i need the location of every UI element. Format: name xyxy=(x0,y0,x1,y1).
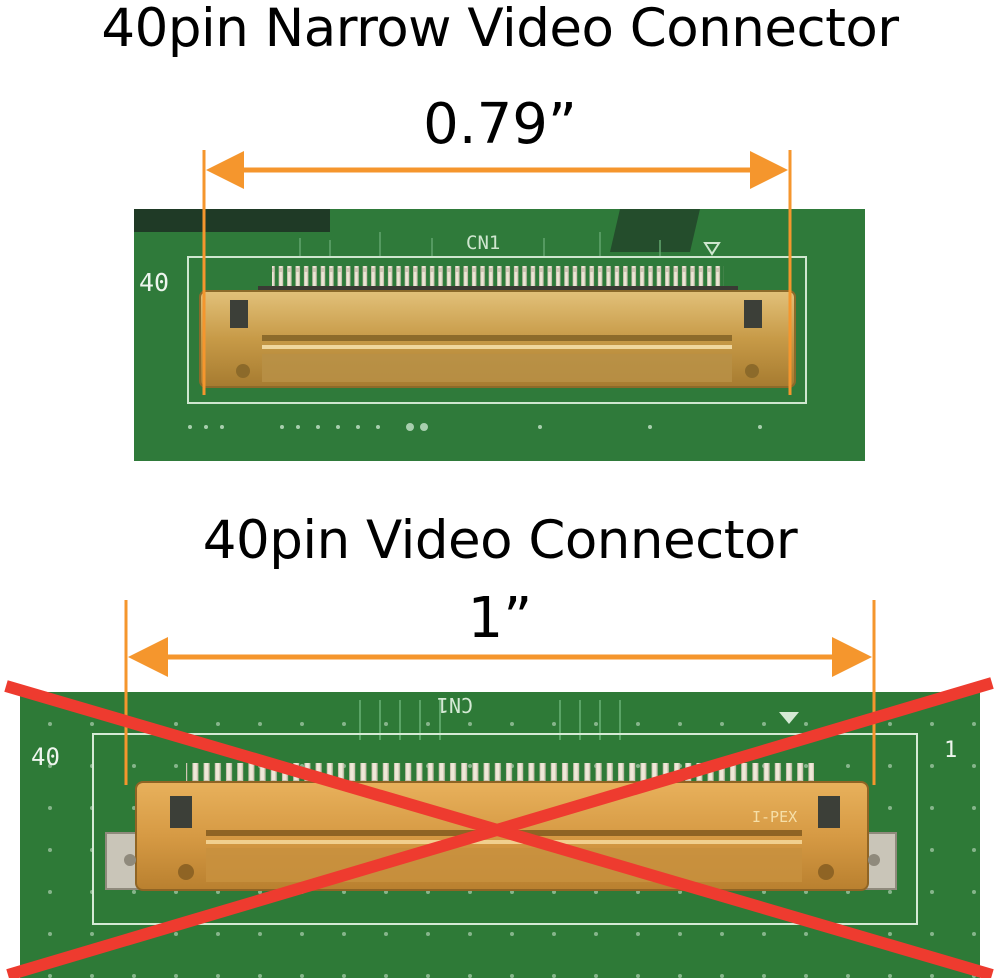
narrow-connector-width-label: 0.79” xyxy=(423,92,577,157)
arrowhead-left-icon xyxy=(206,151,244,189)
pin1-marker-icon xyxy=(779,712,799,724)
crossed-out-x-icon xyxy=(4,677,994,978)
ipex-brand-label: I-PEX xyxy=(752,808,797,826)
connector-outline xyxy=(187,256,807,404)
connector-outline xyxy=(92,733,918,925)
narrow-connector-photo: 40 CN1 xyxy=(134,209,865,461)
latch-left xyxy=(170,796,192,828)
standard-connector-width-label: 1” xyxy=(467,586,533,651)
pin-40-label: 40 xyxy=(31,743,60,771)
arrowhead-right-icon xyxy=(750,151,788,189)
cn1-label: CN1 xyxy=(437,693,473,717)
pin1-marker-icon xyxy=(703,242,721,256)
latch-right xyxy=(818,796,840,828)
cn1-label: CN1 xyxy=(466,232,500,254)
standard-connector-title: 40pin Video Connector xyxy=(202,510,798,571)
latch-left xyxy=(230,300,248,328)
latch-right xyxy=(744,300,762,328)
narrow-width-dimension-arrow xyxy=(202,150,792,395)
pin-1-label: 1 xyxy=(944,738,957,763)
arrowhead-left-icon xyxy=(128,637,168,677)
narrow-connector-title: 40pin Narrow Video Connector xyxy=(101,0,899,59)
standard-width-dimension-arrow xyxy=(124,600,876,785)
pin-40-label: 40 xyxy=(139,268,169,297)
arrowhead-right-icon xyxy=(832,637,872,677)
